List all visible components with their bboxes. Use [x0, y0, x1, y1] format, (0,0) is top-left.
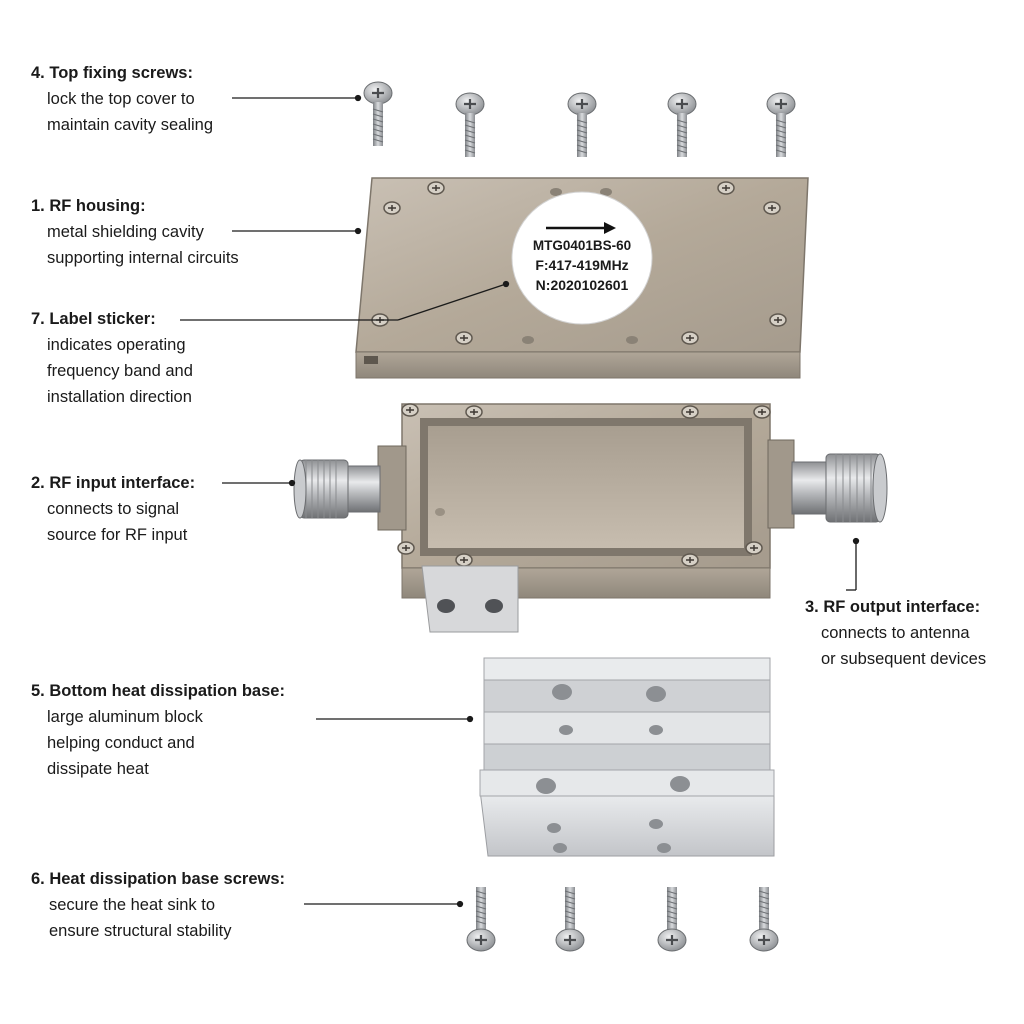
heat-dissipation-base: [479, 657, 775, 857]
base-screw: [554, 885, 586, 953]
callout-rf-output: 3. RF output interface: connects to ante…: [805, 594, 986, 672]
callout-heat-base: 5. Bottom heat dissipation base: large a…: [31, 678, 285, 782]
callout-line: installation direction: [47, 388, 192, 406]
callout-line: source for RF input: [47, 526, 188, 544]
rf-output-connector: [767, 439, 888, 529]
callout-base-screws: 6. Heat dissipation base screws: secure …: [31, 866, 285, 944]
top-screw: [566, 91, 598, 159]
callout-line: metal shielding cavity: [47, 223, 204, 241]
callout-line: large aluminum block: [47, 708, 203, 726]
sticker-serial: N:2020102601: [536, 277, 629, 293]
callout-line: helping conduct and: [47, 734, 195, 752]
top-screw: [666, 91, 698, 159]
callout-line: connects to antenna: [821, 624, 970, 642]
callout-line: indicates operating: [47, 336, 186, 354]
callout-title: 5. Bottom heat dissipation base:: [31, 682, 285, 700]
top-screw: [454, 91, 486, 159]
callout-line: maintain cavity sealing: [47, 116, 213, 134]
callout-title: 2. RF input interface:: [31, 474, 196, 492]
rf-input-connector: [293, 445, 407, 531]
callout-title: 4. Top fixing screws:: [31, 64, 193, 82]
callout-line: lock the top cover to: [47, 90, 195, 108]
callout-top-screws: 4. Top fixing screws: lock the top cover…: [31, 60, 213, 138]
rf-cavity-body: [397, 403, 771, 633]
callout-line: supporting internal circuits: [47, 249, 239, 267]
callout-line: secure the heat sink to: [49, 896, 216, 914]
callout-line: dissipate heat: [47, 760, 149, 778]
base-screw: [748, 885, 780, 953]
base-screw: [465, 885, 497, 953]
sticker-frequency: F:417-419MHz: [535, 257, 628, 273]
top-screw: [362, 80, 394, 148]
callout-housing: 1. RF housing: metal shielding cavity su…: [31, 193, 239, 271]
callout-line: or subsequent devices: [821, 650, 987, 668]
leader-lines: [180, 94, 860, 908]
top-screw: [765, 91, 797, 159]
base-screws: [465, 885, 780, 953]
callout-title: 6. Heat dissipation base screws:: [31, 870, 286, 888]
base-screw: [656, 885, 688, 953]
callout-line: frequency band and: [47, 362, 193, 380]
callout-title: 7. Label sticker:: [31, 310, 156, 328]
sticker-model: MTG0401BS-60: [533, 238, 631, 253]
callout-line: ensure structural stability: [49, 922, 232, 940]
label-sticker: MTG0401BS-60 F:417-419MHz N:2020102601: [511, 191, 653, 325]
callout-label-sticker: 7. Label sticker: indicates operating fr…: [31, 306, 193, 410]
callout-rf-input: 2. RF input interface: connects to signa…: [31, 470, 195, 548]
callout-title: 1. RF housing:: [31, 197, 146, 215]
callout-title: 3. RF output interface:: [805, 598, 981, 616]
top-fixing-screws: [362, 80, 797, 159]
rf-housing-cover: MTG0401BS-60 F:417-419MHz N:2020102601: [355, 177, 809, 379]
callout-line: connects to signal: [47, 500, 180, 518]
